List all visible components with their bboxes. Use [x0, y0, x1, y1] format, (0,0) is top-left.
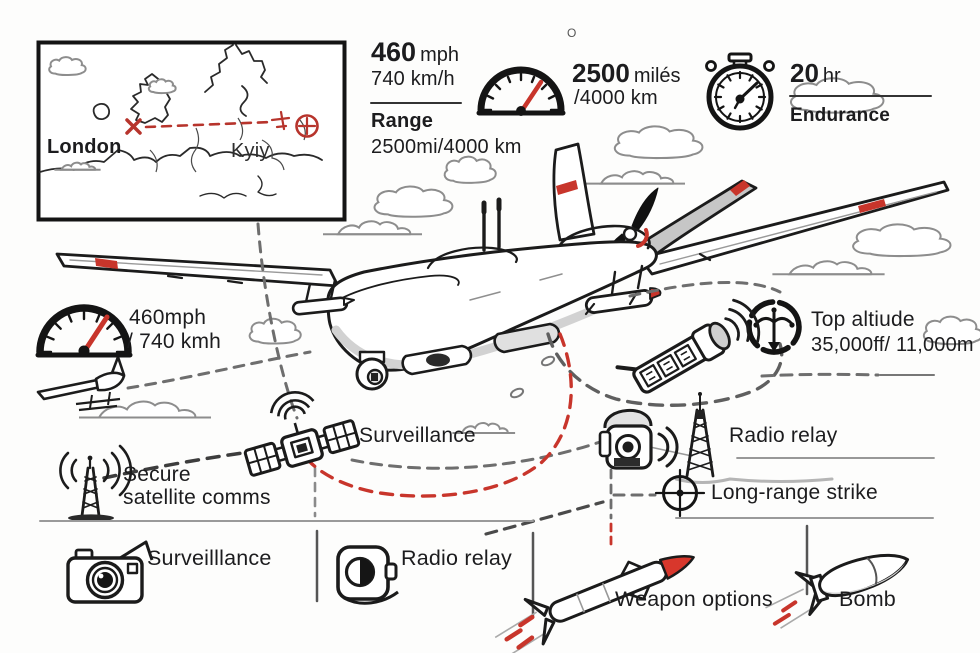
speed-metric: 740 km/h [371, 68, 455, 90]
callout-radio-relay: Radio relay [729, 424, 838, 447]
map-borders [149, 117, 306, 173]
callout-surveillance: Surveillance [359, 424, 476, 447]
altitude-value: 35,000ff/ 11,000m [811, 334, 974, 356]
missile-icon [494, 555, 695, 653]
speed-value: 460 [371, 37, 417, 67]
speed-left-line2: / 740 kmh [127, 330, 222, 353]
range-gauge-value: 2500 [572, 58, 630, 88]
stopwatch-icon [705, 52, 775, 131]
drone-illustration [55, 142, 950, 391]
link-lines [102, 222, 935, 550]
altitude-title: Top altiude [811, 308, 915, 331]
endurance-label: Endurance [790, 105, 890, 126]
drone-antennas [481, 197, 502, 252]
legend-bomb: Bomb [839, 587, 896, 611]
map-plane-icon [270, 110, 291, 131]
satellite-icon [243, 391, 361, 477]
callout-secure-line1: Secure [123, 463, 191, 486]
camera-device-icon [598, 409, 679, 470]
map-route [125, 110, 319, 138]
map-label-london: London [47, 136, 122, 158]
drone-wing-missile-left [291, 278, 355, 316]
drone-gear-pods [401, 322, 561, 376]
signal-waves-icon [657, 426, 679, 468]
map-coastlines [39, 44, 323, 199]
callout-long-range: Long-range strike [711, 481, 878, 504]
drone-right-wing [638, 180, 950, 276]
comms-tower-icon [59, 444, 133, 522]
endurance-value: 20 [790, 58, 819, 88]
bomb-icon [765, 553, 910, 629]
camera-icon [66, 540, 154, 604]
range-gauge-metric: /4000 km [574, 87, 658, 109]
callout-secure-line2: satellite comms [123, 486, 271, 509]
map-target-icon [295, 114, 319, 138]
endurance-stat: 20 hr [790, 58, 841, 89]
signal-waves-icon [724, 298, 761, 344]
legend-surveillance: Surveilllance [147, 546, 272, 570]
drone-sensor-ball [355, 350, 389, 391]
legend-weapons: Weapon options [615, 587, 773, 611]
relay-device-icon [615, 298, 761, 394]
range-value: 2500mi/4000 km [371, 136, 522, 158]
signal-waves-icon [269, 391, 315, 420]
endurance-unit: hr [822, 65, 841, 87]
speed-unit: mph [420, 44, 459, 66]
debris-ovals [509, 355, 556, 399]
speed-left-line1: 460mph [129, 306, 207, 329]
signal-waves-icon [59, 444, 133, 497]
drone-fuselage [326, 240, 658, 372]
legend-radio-relay: Radio relay [401, 546, 512, 570]
range-label: Range [371, 110, 434, 132]
decor-o-mark: O [567, 26, 577, 40]
radio-handset-icon [336, 545, 399, 605]
map-label-kyiv: Kyiy [231, 140, 270, 162]
speedometer-icon-top [476, 66, 566, 116]
drone-top-icon [746, 299, 802, 355]
drone-left-wing [55, 252, 340, 288]
range-gauge-unit: milés [633, 65, 681, 87]
map-inset [36, 40, 347, 222]
crosshair-icon [654, 468, 706, 518]
radio-tower-icon [674, 392, 834, 484]
drone-tail-fin [552, 142, 596, 242]
range-gauge-stat: 2500 milés [572, 58, 681, 89]
speed-stat: 460 mph [371, 37, 459, 68]
small-plane-icon [36, 355, 126, 412]
speedometer-icon-left [35, 304, 133, 358]
